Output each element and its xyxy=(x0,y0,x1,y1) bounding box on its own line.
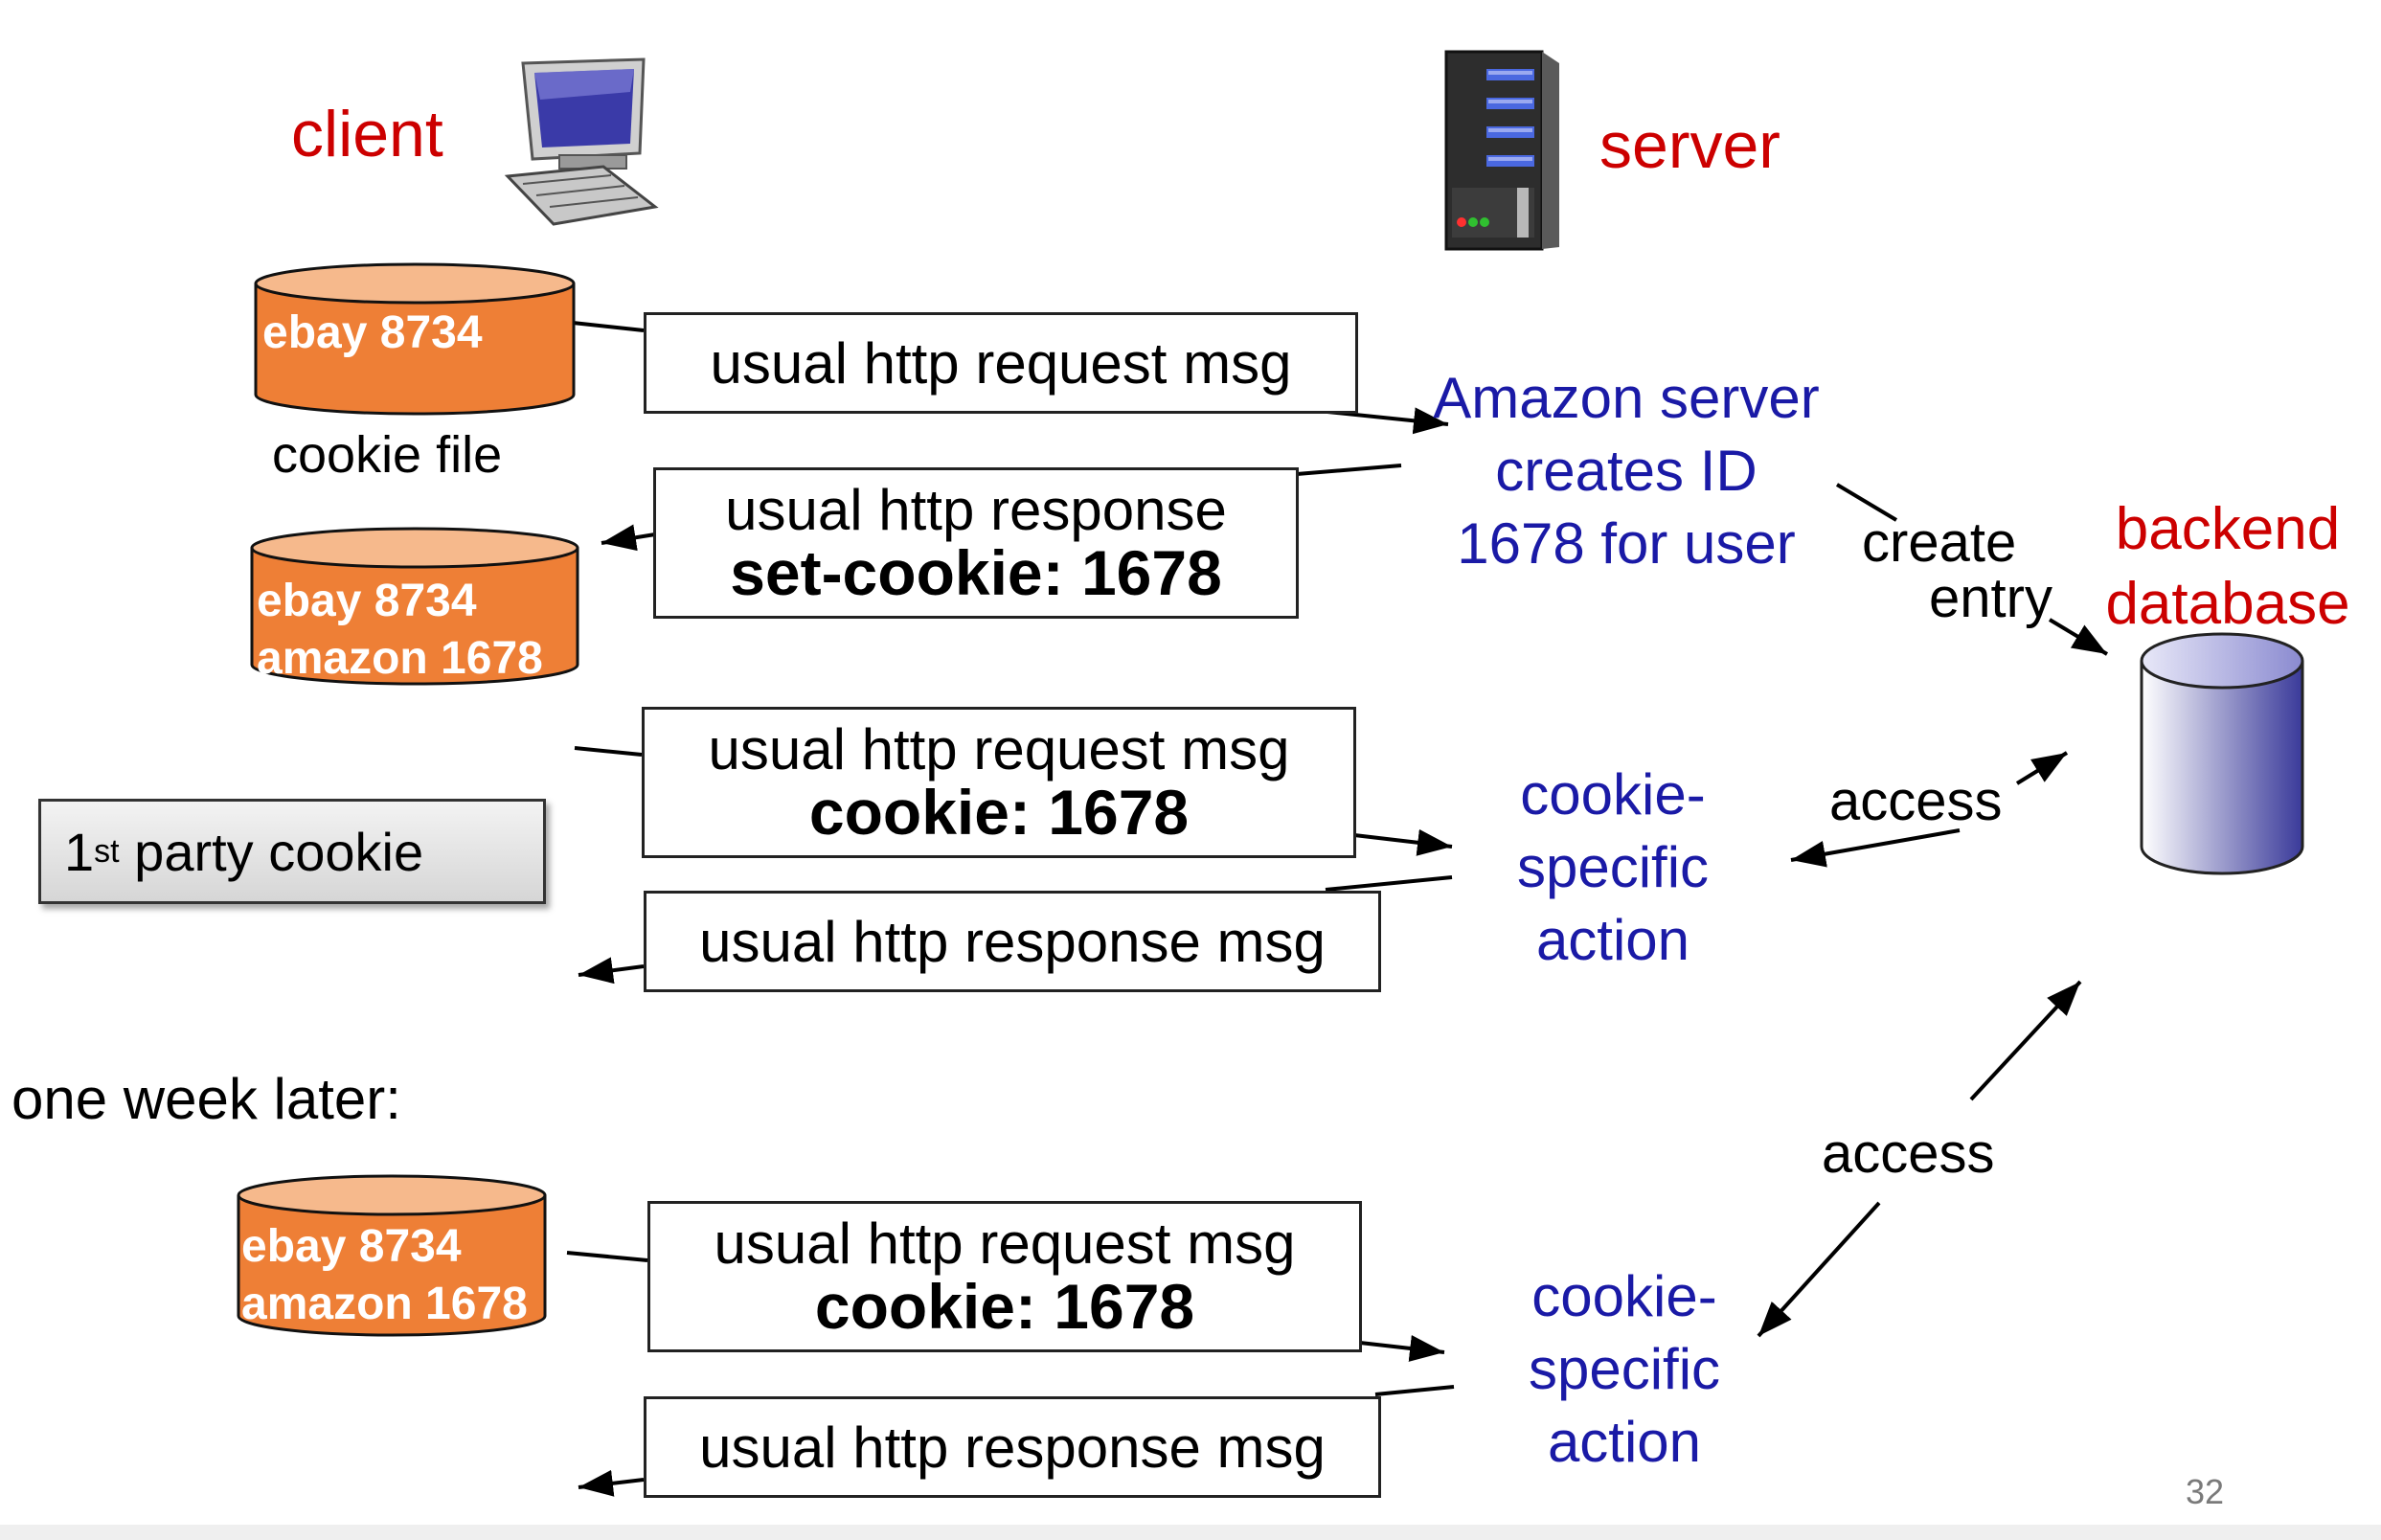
message-line: usual http response msg xyxy=(699,909,1326,974)
cookie-entry: ebay 8734 xyxy=(262,307,483,358)
arrow-access-2-up xyxy=(1969,980,2082,1101)
arrow-access-2-down xyxy=(1757,1201,1881,1338)
message-bold-line: cookie: 1678 xyxy=(814,1270,1195,1342)
connector-line xyxy=(566,1251,648,1262)
arrow-response-2 xyxy=(578,957,645,985)
backend-label-line: database xyxy=(2105,571,2350,637)
cookie-entry: ebay 8734 xyxy=(241,1221,462,1272)
message-box-request-2: usual http request msg cookie: 1678 xyxy=(642,707,1356,858)
action-line: specific xyxy=(1528,1337,1721,1401)
client-label: client xyxy=(291,98,443,170)
connector-line xyxy=(1374,1385,1455,1396)
message-bold-line: set-cookie: 1678 xyxy=(730,536,1222,608)
cookie-file-3-text: ebay 8734 amazon 1678 xyxy=(241,1218,528,1333)
connector-line xyxy=(572,321,645,332)
connector-line xyxy=(1296,464,1402,476)
server-action-cookie-specific-1: cookie- specific action xyxy=(1479,759,1747,977)
party-text: party cookie xyxy=(119,821,424,882)
action-line: specific xyxy=(1516,835,1710,899)
action-line: cookie- xyxy=(1531,1264,1717,1328)
cookie-file-2-text: ebay 8734 amazon 1678 xyxy=(257,573,543,688)
party-suffix: st xyxy=(94,832,120,870)
arrow-access-1b xyxy=(2015,751,2069,785)
message-box-request-1: usual http request msg xyxy=(644,312,1358,414)
server-tower-icon xyxy=(1444,50,1559,251)
arrow-request-3 xyxy=(1359,1335,1445,1362)
arrow-create-entry xyxy=(2048,618,2109,656)
bottom-strip xyxy=(0,1525,2381,1540)
cookie-file-1-text: ebay 8734 xyxy=(262,305,483,362)
message-box-request-3: usual http request msg cookie: 1678 xyxy=(647,1201,1362,1352)
arrow-request-1 xyxy=(1327,407,1449,435)
computer-icon xyxy=(504,57,659,226)
access-label-1: access xyxy=(1829,770,2003,832)
cookie-entry: ebay 8734 xyxy=(257,576,477,626)
server-action-cookie-specific-2: cookie- specific action xyxy=(1490,1260,1758,1479)
server-label: server xyxy=(1599,109,1780,182)
action-line: creates ID xyxy=(1495,439,1757,503)
connector-line xyxy=(1325,875,1453,892)
cookie-file-label: cookie file xyxy=(272,426,503,484)
message-line: usual http request msg xyxy=(708,716,1290,781)
cookie-entry: amazon 1678 xyxy=(257,633,543,684)
arrow-access-1 xyxy=(1790,828,1961,868)
message-line: usual http response msg xyxy=(699,1415,1326,1480)
message-bold-line: cookie: 1678 xyxy=(808,776,1190,848)
message-box-response-2: usual http response msg xyxy=(644,891,1381,992)
entry-label: entry xyxy=(1929,567,2052,629)
message-line: usual http request msg xyxy=(710,330,1292,396)
backend-database-label: backend database xyxy=(2094,492,2362,642)
action-line: action xyxy=(1535,908,1690,972)
cookie-file-cylinder-3 xyxy=(237,1174,547,1337)
page-number: 32 xyxy=(2186,1472,2225,1511)
access-label-2: access xyxy=(1822,1122,1995,1185)
action-line: 1678 for user xyxy=(1457,511,1796,576)
message-line: usual http request msg xyxy=(714,1211,1296,1276)
one-week-later-label: one week later: xyxy=(11,1067,401,1131)
cookie-file-cylinder-1 xyxy=(254,262,576,416)
message-box-response-3: usual http response msg xyxy=(644,1396,1381,1498)
cookie-entry: amazon 1678 xyxy=(241,1279,528,1329)
arrow-response-3 xyxy=(578,1469,645,1497)
cookie-file-cylinder-2 xyxy=(250,527,579,686)
database-icon xyxy=(2140,632,2304,875)
arrow-response-1 xyxy=(601,524,656,552)
connector-line xyxy=(574,746,643,757)
create-label: create xyxy=(1862,511,2017,574)
backend-label-line: backend xyxy=(2115,496,2341,562)
message-line: usual http response xyxy=(725,477,1227,542)
server-action-create-id: Amazon server creates ID 1678 for user xyxy=(1396,362,1856,580)
party-number: 1 xyxy=(64,821,95,882)
connector-line xyxy=(1835,483,1898,522)
message-box-response-1: usual http response set-cookie: 1678 xyxy=(653,467,1299,619)
action-line: cookie- xyxy=(1520,762,1706,827)
action-line: Amazon server xyxy=(1433,366,1820,430)
action-line: action xyxy=(1547,1410,1702,1474)
arrow-request-2 xyxy=(1353,828,1453,856)
